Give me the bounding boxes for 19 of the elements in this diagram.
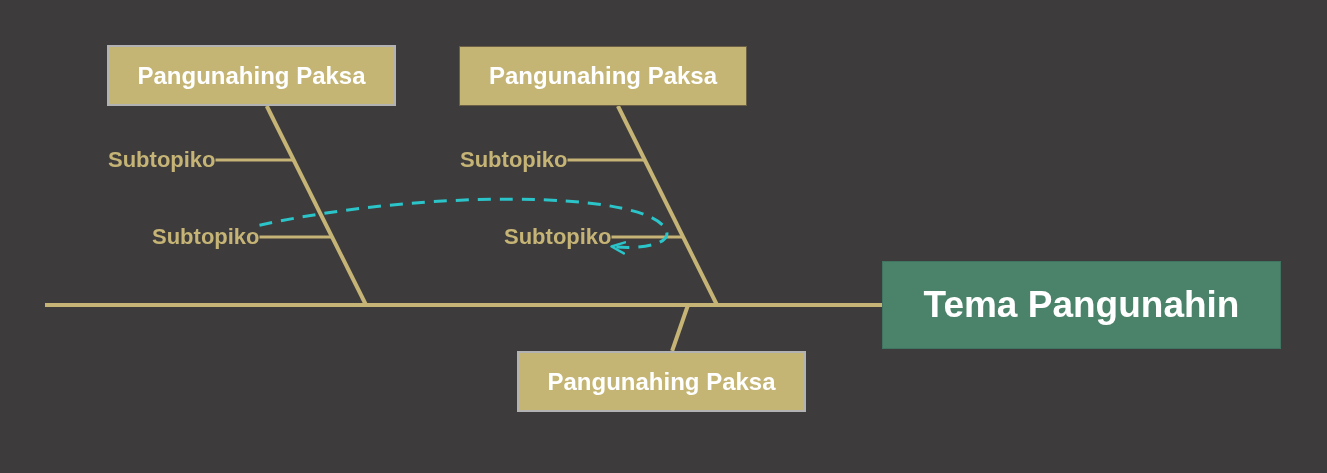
category-label: Pangunahing Paksa: [137, 61, 366, 90]
bone-line: [670, 304, 690, 352]
bone-line: [616, 105, 719, 306]
category-label: Pangunahing Paksa: [547, 367, 776, 396]
branch-line: [259, 235, 332, 239]
category-box: [517, 351, 806, 412]
subtopic-label: Subtopiko: [152, 224, 260, 250]
spine-line: [45, 303, 882, 307]
subtopic-label: Subtopiko: [460, 147, 568, 173]
subtopic-label: Subtopiko: [504, 224, 612, 250]
dashed-arrow: [259, 197, 669, 255]
subtopic-label: Subtopiko: [108, 147, 216, 173]
category-label: Pangunahing Paksa: [488, 62, 718, 90]
category-box: [107, 45, 396, 106]
theme-label: Tema Pangunahin: [923, 283, 1240, 327]
category-box: [459, 46, 747, 106]
theme-box: [882, 261, 1281, 349]
branch-line: [611, 235, 683, 239]
branch-line: [567, 158, 645, 162]
